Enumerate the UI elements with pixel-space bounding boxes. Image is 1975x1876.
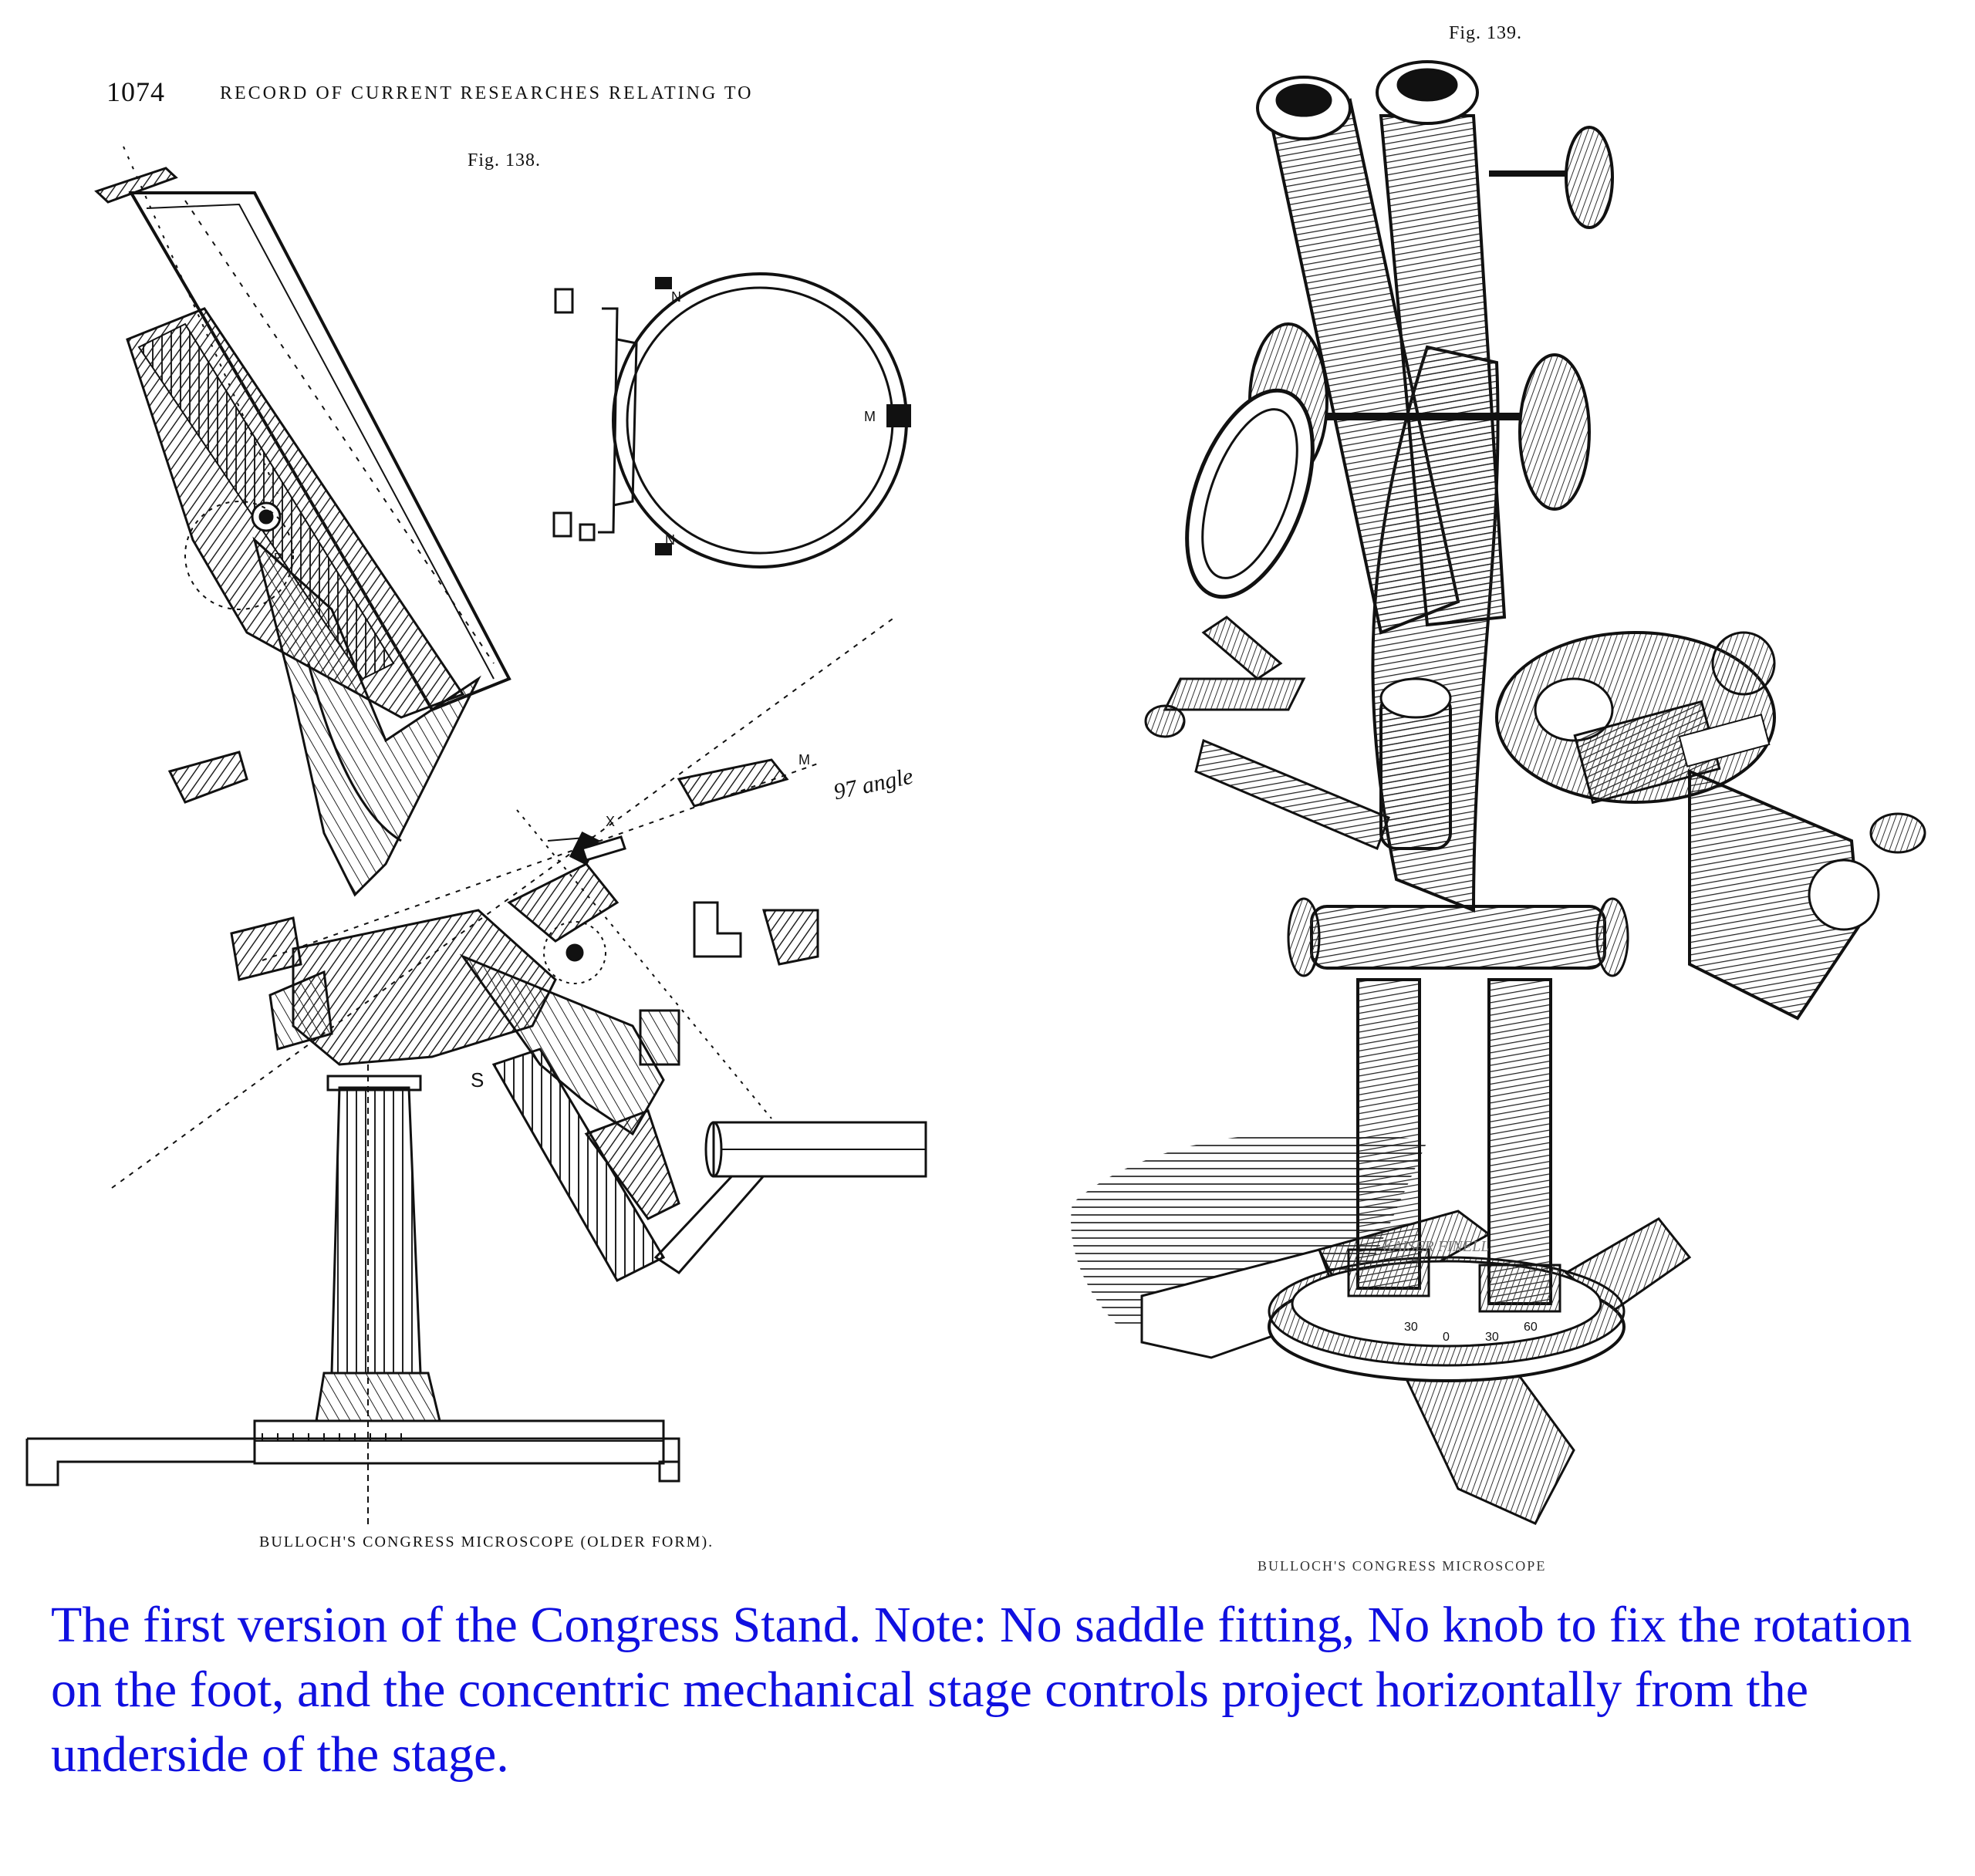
- scale-tick-4: 60: [1524, 1321, 1538, 1334]
- mirror-label-m: M: [798, 752, 810, 768]
- ring-label-n-bottom: N: [665, 532, 675, 548]
- ring-label-m: M: [864, 409, 876, 424]
- scale-tick-2: 0: [1443, 1331, 1450, 1344]
- scale-tick-3: 30: [1485, 1331, 1499, 1344]
- fig138-sectional-drawing: [25, 146, 927, 1527]
- slide-label-x: X: [606, 814, 616, 829]
- fig139-label: Fig. 139.: [1449, 23, 1523, 43]
- page-number: 1074: [106, 76, 165, 107]
- fig139-caption: BULLOCH'S CONGRESS MICROSCOPE: [1258, 1558, 1547, 1574]
- stage-label-s: S: [471, 1068, 484, 1092]
- scale-tick-1: 30: [1404, 1321, 1418, 1334]
- fig139-engraving: [1071, 60, 1926, 1525]
- explanatory-note: The first version of the Congress Stand.…: [51, 1597, 1913, 1783]
- fig138-caption: BULLOCH'S CONGRESS MICROSCOPE (OLDER FOR…: [259, 1534, 714, 1550]
- pinion-label-p: P: [274, 552, 282, 565]
- engraver-signature: KAISER FINELL: [1382, 1238, 1490, 1255]
- ring-label-n-top: N: [671, 289, 681, 305]
- running-head: RECORD OF CURRENT RESEARCHES RELATING TO: [220, 83, 754, 103]
- fig138-label: Fig. 138.: [468, 150, 542, 170]
